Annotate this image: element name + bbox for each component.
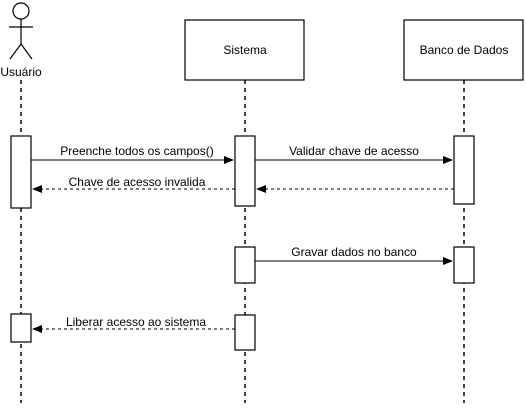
participant-db: Banco de Dados — [403, 19, 524, 81]
message-liberar: Liberar acesso ao sistema — [32, 315, 235, 333]
participant-system-box — [184, 19, 305, 81]
message-chave-invalida-label: Chave de acesso invalida — [69, 175, 206, 189]
message-validar: Validar chave de acesso — [255, 144, 453, 164]
activation-db-2 — [453, 246, 475, 284]
activation-user-2 — [10, 313, 32, 343]
message-gravar-label: Gravar dados no banco — [291, 245, 417, 259]
actor-user-label: Usuário — [0, 65, 42, 79]
actor-user: Usuário — [0, 2, 42, 79]
participant-db-label: Banco de Dados — [420, 43, 509, 57]
message-preenche: Preenche todos os campos() — [31, 144, 234, 164]
message-validar-label: Validar chave de acesso — [289, 144, 419, 158]
message-preenche-label: Preenche todos os campos() — [60, 144, 213, 158]
activation-system-2 — [234, 246, 256, 284]
participant-db-box — [403, 19, 524, 81]
message-chave-invalida: Chave de acesso invalida — [32, 175, 235, 193]
message-gravar: Gravar dados no banco — [255, 245, 453, 265]
activation-db-1 — [453, 135, 475, 205]
message-liberar-label: Liberar acesso ao sistema — [66, 315, 206, 329]
activation-system-1 — [234, 135, 256, 207]
participant-system: Sistema — [184, 19, 305, 81]
actor-user-leg-left — [9, 43, 22, 60]
participant-system-label: Sistema — [223, 43, 267, 57]
activation-user-1 — [10, 135, 32, 209]
actor-user-leg-right — [20, 43, 33, 60]
actor-user-head — [12, 2, 30, 20]
activation-system-3 — [234, 314, 256, 351]
